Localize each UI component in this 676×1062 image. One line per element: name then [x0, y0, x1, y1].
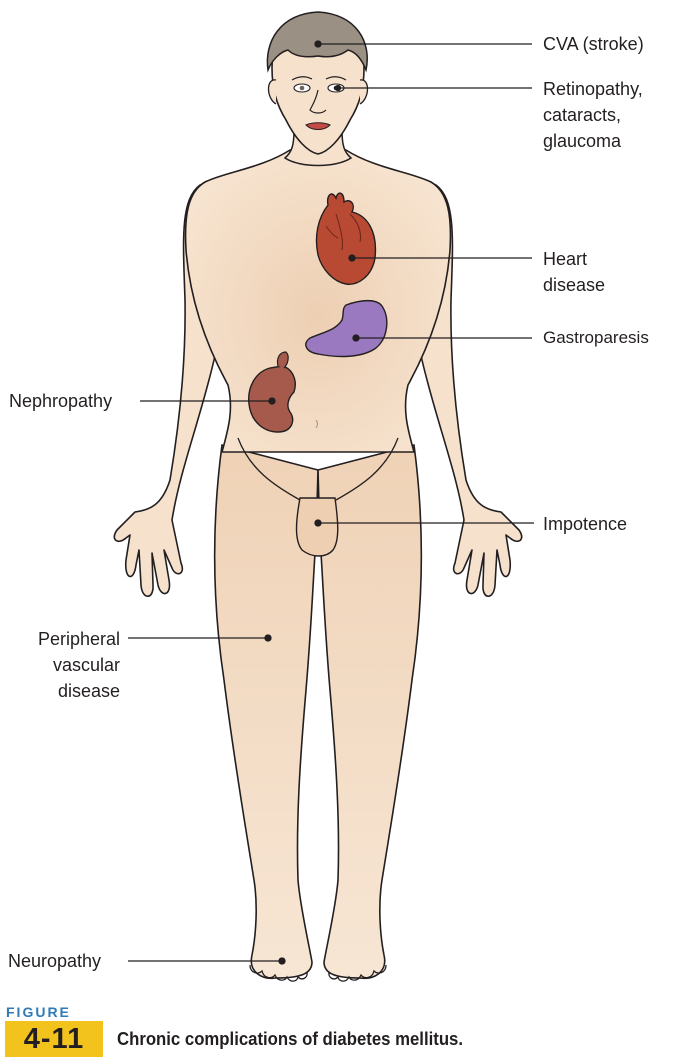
label-retinopathy-line-3: glaucoma [543, 131, 622, 151]
label-retinopathy-line-2: cataracts, [543, 105, 622, 125]
label-retinopathy: Retinopathy, cataracts, glaucoma [543, 76, 643, 154]
left-toes [249, 964, 308, 982]
left-leg [213, 444, 319, 980]
label-pvd-line-1: Peripheral [37, 629, 120, 649]
label-impotence: Impotence [543, 514, 628, 534]
leader-lines [128, 40, 534, 965]
body-illustration [113, 11, 534, 982]
right-leg [317, 444, 423, 980]
label-gastroparesis: Gastroparesis [543, 328, 649, 347]
label-heart: Heart disease [543, 246, 605, 298]
mouth [305, 122, 331, 130]
figure-caption: Chronic complications of diabetes mellit… [117, 1029, 464, 1049]
label-heart-line-1: Heart [543, 249, 588, 269]
label-neuropathy: Neuropathy [8, 951, 102, 971]
hip-line-left [237, 437, 301, 501]
label-retinopathy-line-1: Retinopathy, [543, 79, 643, 99]
torso [184, 149, 452, 453]
figure-number: 4-11 [5, 1021, 103, 1057]
left-ear [267, 79, 277, 105]
hip-line-right [335, 437, 399, 501]
heart-organ [315, 192, 377, 285]
nose [309, 89, 327, 114]
genitals [295, 497, 339, 557]
stomach-organ [305, 299, 388, 358]
left-pupil [299, 85, 305, 91]
figure-word: FIGURE [6, 1004, 71, 1020]
right-ear [359, 79, 369, 105]
right-brow [325, 76, 347, 81]
label-heart-line-2: disease [543, 275, 606, 295]
label-nephropathy: Nephropathy [9, 391, 113, 411]
label-pvd-line-2: vascular [52, 655, 120, 675]
left-brow [291, 76, 313, 81]
label-cva: CVA (stroke) [543, 34, 644, 54]
navel [315, 419, 319, 429]
right-toes [328, 964, 387, 982]
label-pvd-line-3: disease [57, 681, 120, 701]
label-pvd: Peripheral vascular disease [10, 626, 120, 704]
